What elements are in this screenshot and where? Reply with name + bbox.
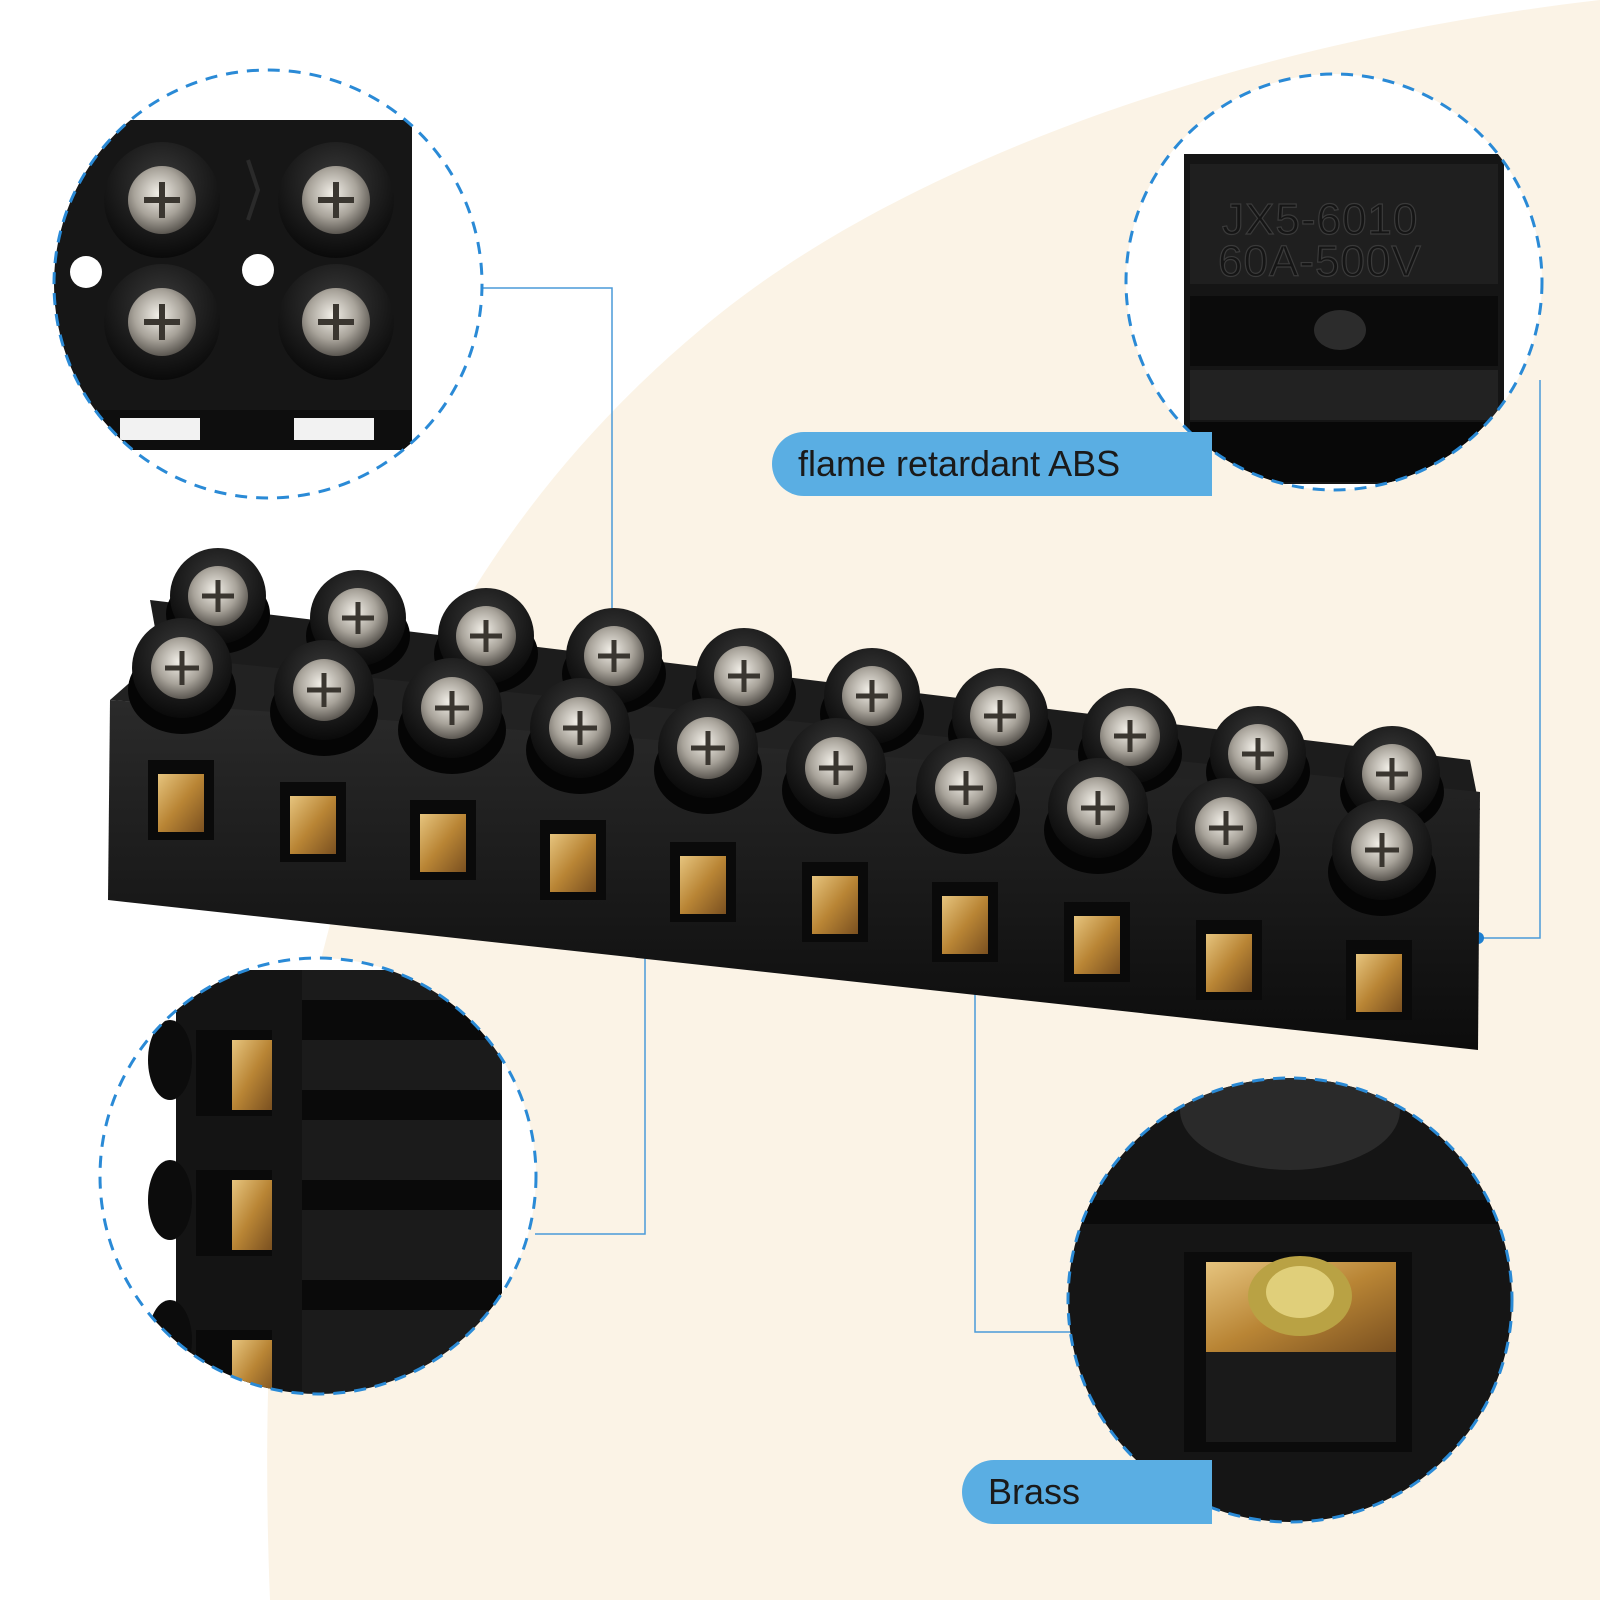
detail-brass-terminal [1068, 1078, 1512, 1522]
terminal-block [108, 548, 1480, 1050]
detail-molded-marking: JX5-6010 60A-500V [1126, 74, 1542, 490]
molded-rating-text: 60A-500V [1218, 237, 1422, 286]
screw-caps-front-row [128, 618, 1436, 916]
detail-ring-bottom-right [1066, 1076, 1514, 1524]
brass-callout: Brass [962, 1460, 1212, 1524]
detail-side-view [100, 958, 536, 1394]
molded-model-text: JX5-6010 [1222, 195, 1418, 244]
material-callout: flame retardant ABS [772, 432, 1212, 496]
brass-windows [148, 760, 1412, 1020]
detail-top-view [54, 70, 482, 498]
detail-ring-top-left [52, 68, 484, 500]
leader-lines [480, 287, 1541, 1333]
detail-ring-top-right [1124, 72, 1544, 492]
detail-ring-bottom-left [98, 956, 538, 1396]
